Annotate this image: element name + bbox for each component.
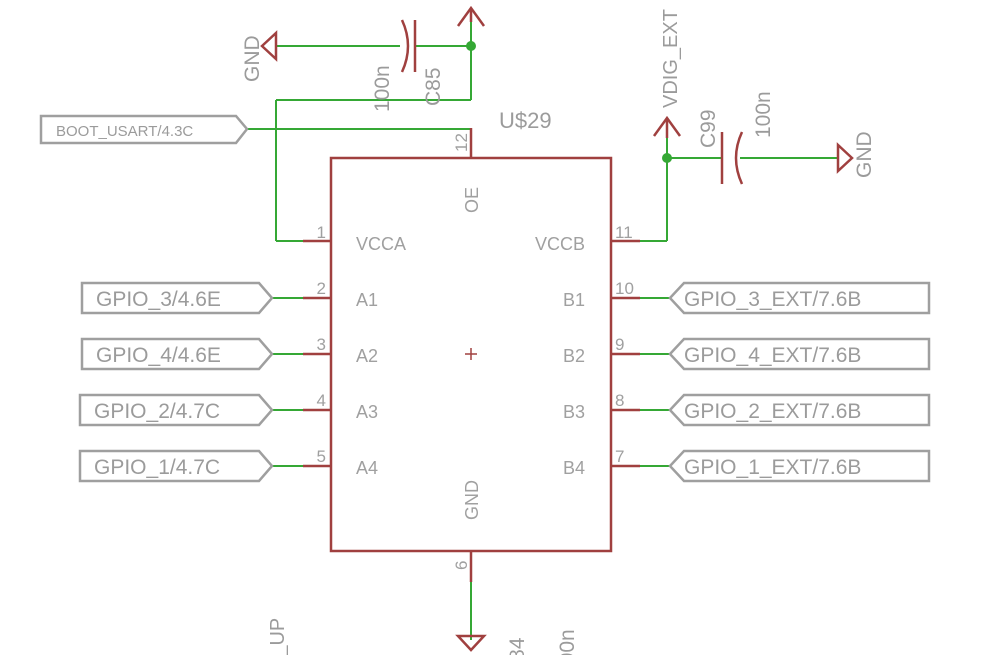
net-label-gpio1: GPIO_1/4.7C: [94, 456, 220, 479]
vdig-ext-label: VDIG_EXT: [660, 9, 682, 108]
gnd-left-triangle-icon: [260, 30, 278, 62]
net-flag-gpio4[interactable]: GPIO_4/4.6E: [80, 337, 274, 371]
chip-name: U$29: [499, 108, 552, 133]
pin-name-a2: A2: [356, 346, 378, 366]
net-flag-gpio4-ext[interactable]: GPIO_4_EXT/7.6B: [668, 337, 931, 371]
pin-name-b3: B3: [563, 402, 585, 422]
gnd-right-triangle-icon: [836, 142, 854, 174]
gnd-symbol-bottom[interactable]: [455, 634, 487, 652]
pin-name-vccb: VCCB: [535, 234, 585, 254]
c85-curved-plate: [400, 19, 410, 73]
pin-number-6: 6: [452, 561, 471, 570]
pin-name-b2: B2: [563, 346, 585, 366]
pin-name-a1: A1: [356, 290, 378, 310]
pin-number-7: 7: [615, 447, 624, 466]
pin-number-8: 8: [615, 391, 624, 410]
pin-name-gnd: GND: [462, 480, 482, 520]
pin-number-1: 1: [317, 223, 326, 242]
net-flag-gpio1-ext[interactable]: GPIO_1_EXT/7.6B: [668, 449, 931, 483]
pin-name-b1: B1: [563, 290, 585, 310]
net-flag-gpio3-ext[interactable]: GPIO_3_EXT/7.6B: [668, 281, 931, 315]
junction-dot-top: [466, 41, 476, 51]
pin-name-vcca: VCCA: [356, 234, 406, 254]
capacitor-c85[interactable]: [400, 19, 417, 73]
net-flag-boot-usart[interactable]: BOOT_USART/4.3C: [39, 114, 249, 145]
net-label-boot-usart: BOOT_USART/4.3C: [56, 123, 193, 140]
supply-arrow-vdig[interactable]: [652, 115, 682, 138]
pin-name-a4: A4: [356, 458, 378, 478]
c85-value: 100n: [371, 65, 394, 112]
net-flag-gpio2[interactable]: GPIO_2/4.7C: [78, 393, 274, 427]
c99-value: 100n: [752, 91, 775, 138]
pin-number-4: 4: [317, 391, 326, 410]
pin-name-a3: A3: [356, 402, 378, 422]
net-label-gpio4: GPIO_4/4.6E: [96, 344, 221, 367]
gnd-right-label: GND: [853, 131, 876, 178]
net-label-gpio1-ext: GPIO_1_EXT/7.6B: [684, 456, 861, 479]
pin-number-2: 2: [317, 279, 326, 298]
gnd-symbol-right[interactable]: [836, 142, 854, 174]
supply-arrow-top[interactable]: [456, 5, 486, 27]
pin-number-11: 11: [615, 223, 633, 242]
junction-dot-vdig: [662, 153, 672, 163]
pin-number-5: 5: [317, 447, 326, 466]
pin-number-12: 12: [452, 133, 471, 152]
cutoff-cap-value: 100n: [556, 629, 579, 655]
cutoff-cap-name: C84: [506, 637, 529, 655]
wires: [247, 22, 838, 640]
net-flag-gpio3[interactable]: GPIO_3/4.6E: [80, 281, 274, 315]
net-flag-gpio1[interactable]: GPIO_1/4.7C: [78, 449, 274, 483]
gnd-left-label: GND: [241, 35, 264, 82]
pin-number-9: 9: [615, 335, 624, 354]
net-label-gpio2-ext: GPIO_2_EXT/7.6B: [684, 400, 861, 423]
pin-number-3: 3: [317, 335, 326, 354]
c99-name: C99: [697, 109, 720, 148]
c99-curved-plate: [734, 131, 744, 185]
gnd-symbol-left[interactable]: [260, 30, 278, 62]
pin-name-b4: B4: [563, 458, 585, 478]
pin-number-10: 10: [615, 279, 634, 298]
chip-u29[interactable]: [303, 128, 640, 582]
net-label-gpio3: GPIO_3/4.6E: [96, 288, 221, 311]
net-label-gpio3-ext: GPIO_3_EXT/7.6B: [684, 288, 861, 311]
cutoff-label-s-up: S_UP: [267, 618, 289, 655]
gnd-bottom-triangle-icon: [455, 634, 487, 652]
capacitor-c99[interactable]: [720, 131, 744, 185]
net-label-gpio2: GPIO_2/4.7C: [94, 400, 220, 423]
net-flag-gpio2-ext[interactable]: GPIO_2_EXT/7.6B: [668, 393, 931, 427]
pin-name-oe: OE: [462, 187, 482, 213]
c85-name: C85: [422, 67, 445, 106]
net-label-gpio4-ext: GPIO_4_EXT/7.6B: [684, 344, 861, 367]
